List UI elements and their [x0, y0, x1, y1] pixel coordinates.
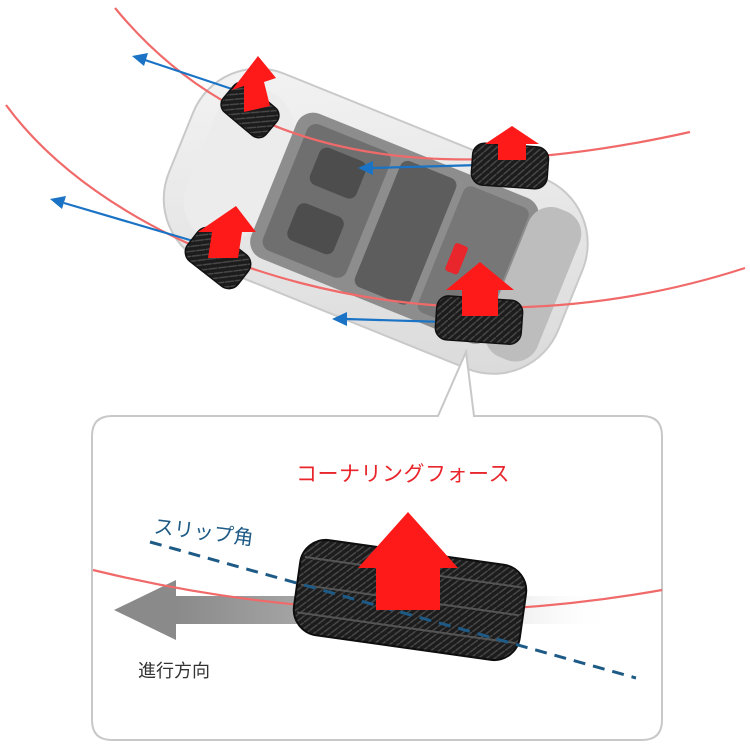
heading-arrow-rear-left	[358, 161, 481, 175]
cornering-force-label: コーナリングフォース	[296, 462, 510, 486]
force-arrow-front-right	[198, 206, 256, 258]
force-arrow-rear-right	[446, 262, 514, 316]
car-illustration	[162, 67, 589, 375]
force-arrow-front-left	[232, 56, 276, 112]
heading-arrow-front-right	[50, 196, 201, 245]
travel-direction-label: 進行方向	[138, 661, 210, 682]
slip-angle-line	[149, 540, 637, 680]
force-arrow-rear-left	[485, 126, 539, 160]
travel-path-inner	[5, 104, 746, 309]
heading-arrow-rear-right	[332, 312, 446, 326]
travel-path-outer	[114, 7, 691, 161]
cornering-force-arrow-icon	[358, 512, 458, 610]
